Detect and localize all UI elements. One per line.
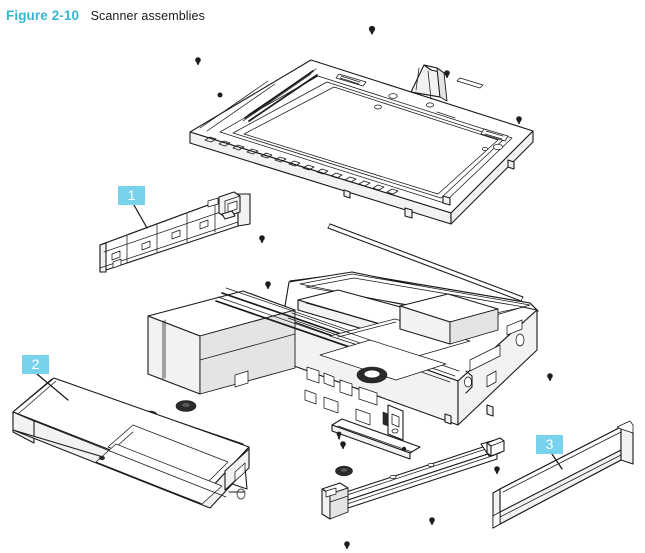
scanner-lid-frame-assembly [189,59,534,225]
callout-leader-lines [36,204,563,470]
base-right-features [464,319,525,394]
rail-tabs [111,219,209,269]
lid-foot [442,195,451,206]
part-1-rail-bracket [99,191,251,273]
screw-icon [340,441,346,449]
screw-icon [217,92,223,98]
cover-boss [99,455,105,461]
scanner-base-assembly [147,271,539,460]
screw-icon [265,281,271,289]
lid-bracket-tab [410,64,448,102]
screw-icon [259,235,265,243]
base-front-cutouts [304,366,399,431]
lid-connector-right [480,128,509,142]
page-title: Scanner assemblies [90,9,205,23]
lid-connector-left [335,73,367,87]
lid-hole [482,147,488,151]
callout-1[interactable]: 1 [118,186,145,205]
rail-latch [207,197,219,208]
rubber-foot [175,400,197,412]
panel-corner-tab [616,420,634,434]
base-corner-post [387,404,404,441]
base-interior [215,273,531,384]
part-3-scanner-front-panel [492,420,634,529]
figure-number: Figure 2-10 [6,8,80,23]
carriage-rod [327,223,524,302]
figure-caption: Figure 2-10 Scanner assemblies [6,8,205,24]
lid-hole [388,93,398,99]
screw-icon [429,517,435,525]
lid-slot [456,77,484,89]
screw-icon [344,541,350,549]
lid-hole [374,104,382,110]
callout-2[interactable]: 2 [22,355,49,374]
lid-hole [493,143,503,151]
leader-line-1 [133,204,148,229]
base-mounting-flange [331,418,421,460]
leader-line-3 [551,453,563,470]
lid-hole [426,102,434,108]
rail-cells [103,203,239,264]
support-bar-end-block [321,482,349,520]
part-2-scanner-left-cover [12,377,250,509]
rail-end-block [218,191,241,220]
support-bar [321,439,501,520]
screw-icon [516,116,522,124]
screw-icon [368,25,376,35]
lid-foot [507,159,515,170]
screw-icon [444,70,450,78]
small-bracket [486,437,505,457]
screw-icon [494,466,500,474]
panel-left-tab [492,511,501,529]
rubber-foot [335,465,353,477]
bar-hole [389,475,397,479]
lid-foot [404,207,413,219]
lid-foot [343,189,351,199]
screw-icon [547,373,553,381]
lid-rib [436,111,456,119]
base-pin [444,413,452,425]
base-pin [486,404,494,417]
bar-hole [427,463,435,467]
screw-icon [195,57,201,65]
base-left-module [147,290,296,395]
cover-right-end [224,448,250,500]
frame-vent-slots [204,136,399,195]
callout-3[interactable]: 3 [536,435,563,454]
leader-line-2 [36,373,69,401]
